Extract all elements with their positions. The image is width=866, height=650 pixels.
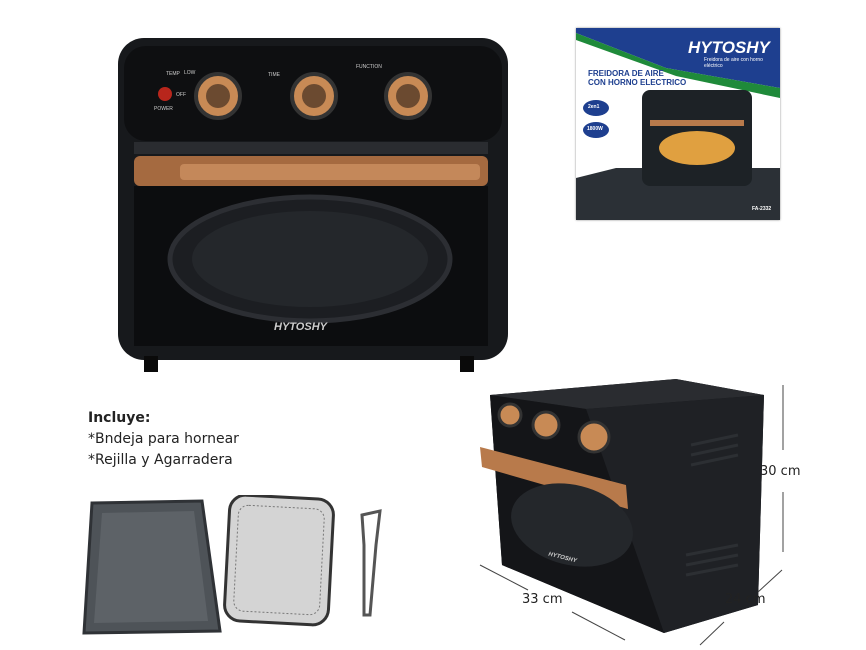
wire-rack — [223, 495, 335, 627]
oven-brand-logo: HYTOSHY — [274, 321, 327, 333]
dimension-lines — [479, 385, 784, 646]
box-tagline: Freidora de aire con horno eléctrico — [704, 57, 763, 69]
box-model: FA-2332 — [752, 206, 772, 212]
dimension-height: 30 cm — [760, 464, 801, 479]
accessories-photo — [82, 495, 382, 635]
box-badge-1: 2en1 — [588, 104, 600, 110]
dimension-width: 33 cm — [522, 592, 563, 607]
includes-heading: Incluye: — [88, 410, 151, 426]
function-label: FUNCTION — [356, 64, 382, 70]
includes-list: Incluye: *Bndeja para hornear *Rejilla y… — [88, 408, 239, 471]
temp-label: TEMP — [166, 71, 180, 77]
box-badge-2: 1800W — [587, 126, 603, 132]
box-title-2: CON HORNO ELECTRICO — [588, 78, 687, 87]
box-brand: HYTOSHY — [688, 38, 770, 57]
oven-front-photo — [118, 38, 508, 372]
includes-item: *Bndeja para hornear — [88, 431, 239, 447]
time-label: TIME — [268, 72, 280, 78]
off-label: OFF — [176, 92, 186, 98]
box-title-1: FREIDORA DE AIRE — [588, 69, 664, 78]
power-label: POWER — [154, 106, 173, 112]
product-box: HYTOSHY Freidora de aire con horno eléct… — [576, 28, 780, 220]
dimension-depth: 24 cm — [725, 592, 766, 607]
oven-angle-photo — [480, 379, 764, 633]
low-label: LOW — [184, 70, 196, 76]
includes-item: *Rejilla y Agarradera — [88, 452, 233, 468]
